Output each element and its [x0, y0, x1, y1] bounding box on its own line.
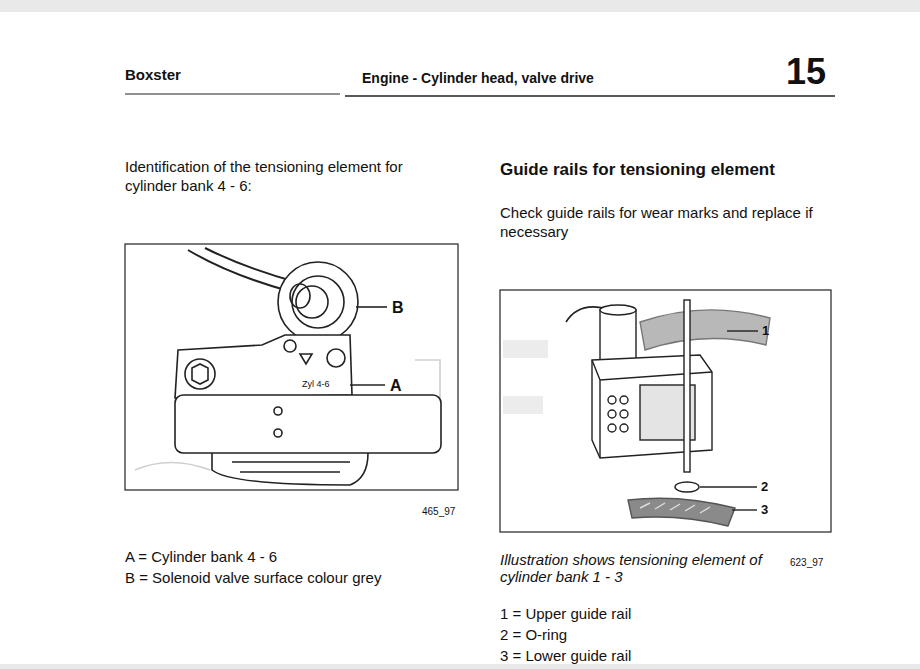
model-name: Boxster: [125, 66, 181, 84]
section-heading: Guide rails for tensioning element: [500, 160, 775, 180]
callout-number: 3: [761, 502, 768, 518]
legend-line: A = Cylinder bank 4 - 6: [125, 548, 277, 566]
chapter-number: 15: [786, 50, 826, 93]
instruction-text: Check guide rails for wear marks and rep…: [500, 203, 830, 241]
legend-line: B = Solenoid valve surface colour grey: [125, 569, 381, 587]
callout-number: 1: [762, 323, 769, 339]
figure-number: 623_97: [790, 557, 823, 569]
callout-letter: A: [390, 376, 402, 395]
figure-caption: Illustration shows tensioning element of…: [500, 551, 770, 585]
bottom-bar: [0, 664, 920, 669]
legend-line: 2 = O-ring: [500, 626, 567, 644]
top-bar: [0, 0, 920, 12]
callout-number: 2: [761, 479, 768, 495]
intro-note: Identification of the tensioning element…: [125, 157, 415, 195]
callout-letter: B: [392, 298, 404, 317]
legend-line: 3 = Lower guide rail: [500, 647, 631, 665]
legend-line: 1 = Upper guide rail: [500, 605, 631, 623]
figure-number: 465_97: [422, 506, 455, 518]
tensioner-illustration-left: [125, 244, 458, 490]
tensioner-illustration-right: [500, 290, 831, 532]
header-rule: [125, 94, 340, 95]
header-rule: [345, 95, 835, 97]
chapter-title: Engine - Cylinder head, valve drive: [362, 70, 594, 87]
part-marking: Zyl 4-6: [302, 379, 330, 390]
